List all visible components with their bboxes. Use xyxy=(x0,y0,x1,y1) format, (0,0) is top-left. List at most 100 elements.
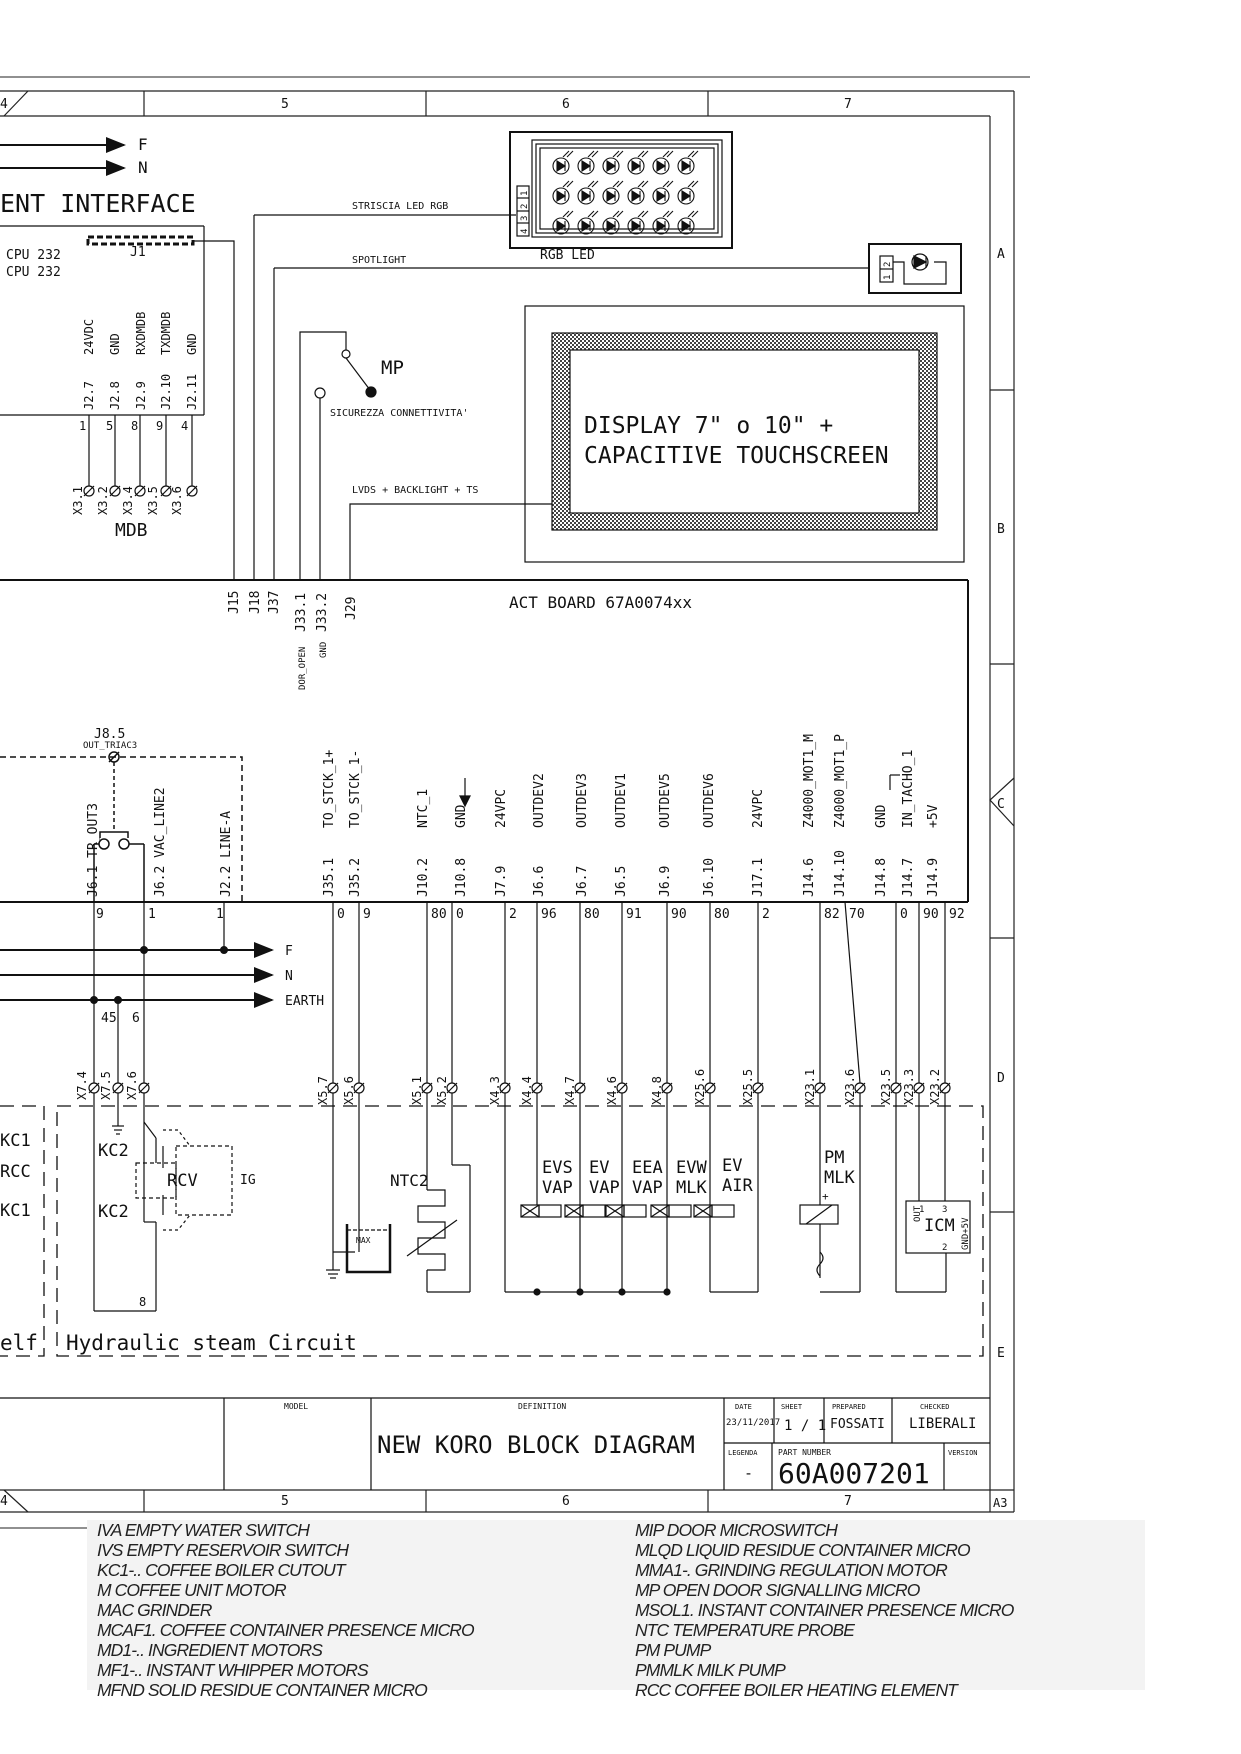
legend-item: MF1-.. INSTANT WHIPPER MOTORS xyxy=(97,1660,369,1680)
valve-l1: EEA xyxy=(632,1158,663,1178)
milk-pump xyxy=(799,1093,861,1293)
part-number: 60A007201 xyxy=(778,1457,930,1490)
rgb-led-module xyxy=(253,131,870,580)
terminal-id: X7.6 xyxy=(125,1071,139,1100)
col-5-bottom: 5 xyxy=(281,1494,289,1509)
terminal-id: X23.3 xyxy=(902,1069,916,1105)
valve-labels: EVS VAP EV VAP EEA VAP EVW MLK EV AIR xyxy=(542,1156,753,1198)
board-connectors: J15 J18 J37 J33.1 J33.2 J29 DOR_OPEN GND xyxy=(227,591,359,690)
icm-pin-3: 3 xyxy=(942,1205,947,1215)
pin-id: J14.7 xyxy=(901,858,916,897)
terminal-id: X25.6 xyxy=(693,1069,707,1105)
row-d: D xyxy=(997,1071,1005,1086)
row-b: B xyxy=(997,522,1005,537)
ntc2-label: NTC2 xyxy=(390,1171,429,1190)
display-module xyxy=(349,305,965,580)
legend-left: IVA EMPTY WATER SWITCH IVS EMPTY RESERVO… xyxy=(87,1520,627,1700)
cpu-line-1: CPU 232 xyxy=(6,248,61,263)
pin-id: J6.10 xyxy=(702,858,717,897)
pin-id: J14.10 xyxy=(833,850,848,897)
terminal-id: X5.6 xyxy=(342,1076,356,1105)
bus-earth: EARTH xyxy=(285,994,324,1009)
triac-block xyxy=(0,751,243,902)
power-n-label: N xyxy=(138,158,148,177)
definition-header: DEFINITION xyxy=(518,1402,566,1411)
col-4-top: 4 xyxy=(0,97,8,112)
valve-l2: VAP xyxy=(632,1178,663,1198)
rgb-pin: 2 xyxy=(520,204,530,209)
valves xyxy=(504,1093,759,1296)
kc2-label-a: KC2 xyxy=(98,1141,129,1161)
connector-j33-2: J33.2 xyxy=(315,593,330,632)
date-header: DATE xyxy=(735,1403,752,1411)
gnd-small-label: GND xyxy=(319,642,329,658)
wire-number: 5 xyxy=(106,419,113,433)
legenda-header: LEGENDA xyxy=(728,1449,758,1457)
spot-pin: 1 xyxy=(883,275,893,280)
wire-number: 90 xyxy=(923,907,939,922)
sheet-header: SHEET xyxy=(781,1403,803,1411)
pin-id: J14.6 xyxy=(802,858,817,897)
led-icon xyxy=(577,150,599,175)
led-icon xyxy=(627,210,649,235)
terminal-id: X4.7 xyxy=(563,1076,577,1105)
wire-number: 80 xyxy=(584,907,600,922)
safety-label: SICUREZZA CONNETTIVITA' xyxy=(330,408,468,419)
legend-item: MCAF1. COFFEE CONTAINER PRESENCE MICRO xyxy=(97,1620,475,1640)
model-header: MODEL xyxy=(284,1402,308,1411)
wire-number: 0 xyxy=(456,907,464,922)
drawing-title: NEW KORO BLOCK DIAGRAM xyxy=(377,1431,695,1459)
icm-pin-2: 2 xyxy=(942,1243,947,1253)
wire-number: 80 xyxy=(714,907,730,922)
led-array xyxy=(552,150,699,235)
hydraulic-box xyxy=(0,1105,984,1357)
bus-n: N xyxy=(285,969,293,984)
display-line-1: DISPLAY 7" o 10" + xyxy=(584,413,833,439)
col-4-bottom: 4 xyxy=(0,1494,8,1509)
valve-l2: MLK xyxy=(676,1178,707,1198)
mp-switch xyxy=(299,331,377,580)
icm-pin-1: 1 xyxy=(919,1205,924,1215)
pin-signal: Z4000_MOT1_P xyxy=(833,734,848,828)
checked-value: LIBERALI xyxy=(909,1416,976,1432)
left-terminal-symbols xyxy=(88,1082,150,1094)
pin-signal: GND xyxy=(874,804,889,828)
title-block xyxy=(0,1397,990,1490)
pin-signal: OUTDEV6 xyxy=(702,773,717,828)
part-header: PART NUMBER xyxy=(778,1448,831,1457)
legend-item: PM PUMP xyxy=(635,1640,711,1660)
row-c: C xyxy=(997,797,1005,812)
led-icon xyxy=(602,180,624,205)
led-icon xyxy=(677,180,699,205)
wire-number: 96 xyxy=(541,907,557,922)
pin-id: J2.9 xyxy=(134,381,148,410)
terminal-id: X7.5 xyxy=(99,1071,113,1100)
pin-signal: GND xyxy=(185,333,199,355)
led-icon xyxy=(677,150,699,175)
pin-id: J17.1 xyxy=(751,858,766,897)
pin-signal: OUTDEV1 xyxy=(614,773,629,828)
pin-id: J7.9 xyxy=(494,866,509,897)
terminal-id: X5.1 xyxy=(410,1076,424,1105)
pin-signal: OUTDEV2 xyxy=(532,773,547,828)
pm-label: PM xyxy=(824,1148,844,1168)
date-value: 23/11/2017 xyxy=(726,1418,780,1428)
kc1-label-a: KC1 xyxy=(0,1131,31,1151)
col-5-top: 5 xyxy=(281,97,289,112)
prepared-header: PREPARED xyxy=(832,1403,866,1411)
terminal-id: X23.1 xyxy=(803,1069,817,1105)
connector-j29: J29 xyxy=(344,597,359,620)
interface-pins: 24VDC GND RXDMDB TXDMDB GND J2.7 J2.8 J2… xyxy=(71,312,199,515)
ig-label: IG xyxy=(240,1173,256,1188)
power-bus xyxy=(0,902,274,1083)
led-icon xyxy=(602,150,624,175)
pin-signal: TO_STCK_1- xyxy=(348,750,363,828)
act-board xyxy=(0,579,969,903)
wire-number: 1 xyxy=(148,907,156,922)
spot-pin: 2 xyxy=(883,262,893,267)
power-f-label: F xyxy=(138,135,148,154)
pin-signal: RXDMDB xyxy=(134,312,148,355)
legend-item: MAC GRINDER xyxy=(97,1600,212,1620)
rgb-connector-pins: 4 3 2 1 xyxy=(520,191,530,234)
